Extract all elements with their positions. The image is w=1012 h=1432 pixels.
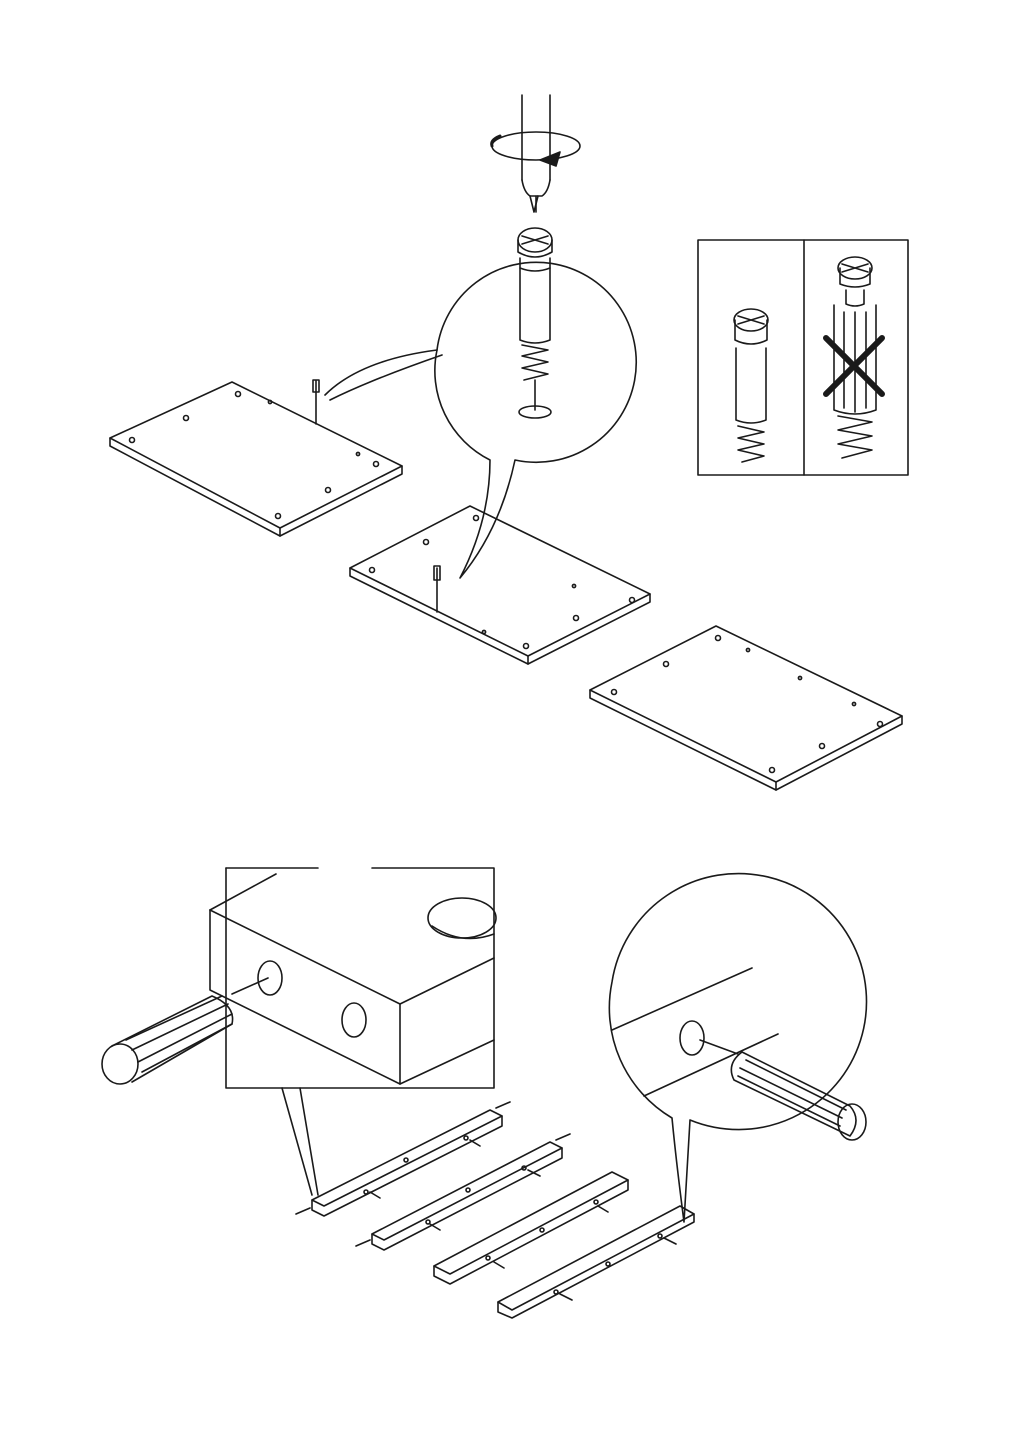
panel-middle xyxy=(349,505,651,665)
wrong-cam-screw-icon xyxy=(833,256,877,459)
cam-screw-callout xyxy=(324,261,637,579)
panel-right xyxy=(589,625,903,791)
comparison-box xyxy=(697,239,909,476)
not-allowed-cross-icon xyxy=(823,335,885,397)
correct-cam-screw-icon xyxy=(733,308,769,463)
panel-left xyxy=(109,379,403,537)
dowel-detail-box xyxy=(225,867,495,1089)
rail-1 xyxy=(295,1101,511,1217)
dowel-tool-left-icon xyxy=(101,977,269,1085)
dowel-tool-right-icon xyxy=(699,1039,867,1141)
cam-screw-100481-icon xyxy=(517,227,553,419)
rail-3 xyxy=(433,1171,629,1285)
rail-4 xyxy=(497,1205,695,1319)
dowel-circle-callout xyxy=(608,872,868,1223)
rail-2 xyxy=(355,1133,571,1251)
wood-block-icon xyxy=(209,873,497,1085)
screwdriver-icon xyxy=(490,94,581,213)
callout-pointer-left xyxy=(281,1087,319,1196)
